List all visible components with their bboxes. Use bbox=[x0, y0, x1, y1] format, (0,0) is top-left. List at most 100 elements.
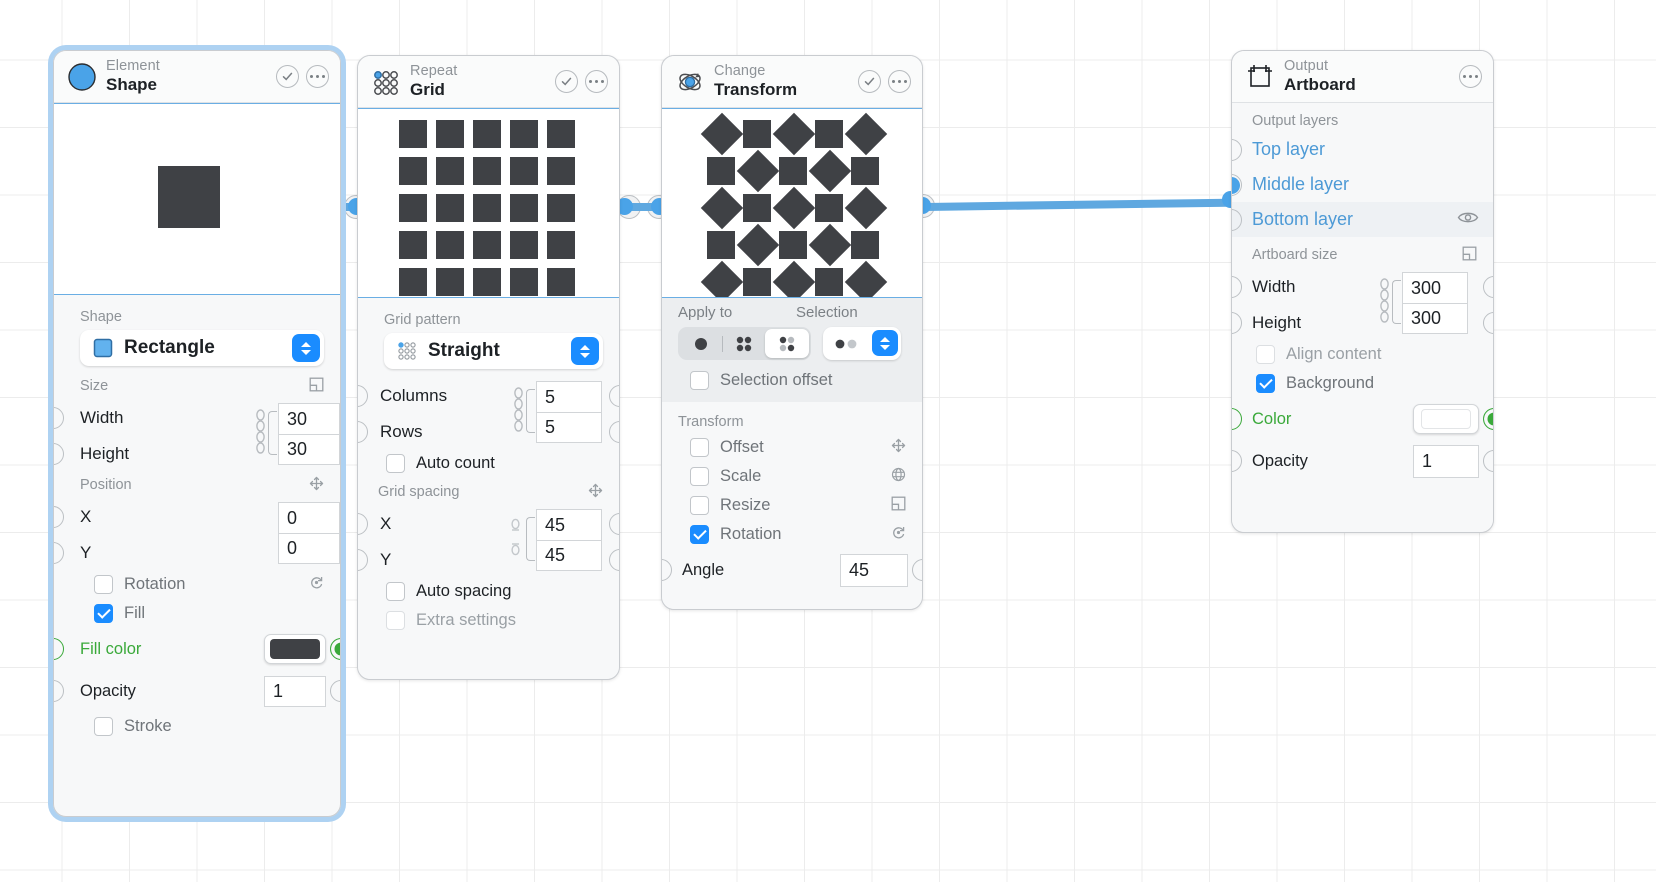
apply-to-segmented-control[interactable] bbox=[678, 327, 811, 360]
port-fill-color-out[interactable] bbox=[330, 638, 340, 660]
angle-input[interactable]: 45 bbox=[840, 553, 908, 587]
fill-color-swatch[interactable] bbox=[264, 634, 326, 664]
node-artboard-header[interactable]: Output Artboard bbox=[1232, 51, 1493, 103]
port-artboard-height[interactable] bbox=[1232, 312, 1242, 334]
port-spacing-y-out[interactable] bbox=[609, 549, 619, 571]
selection-select[interactable] bbox=[823, 327, 901, 360]
resize-icon[interactable] bbox=[1462, 246, 1477, 265]
auto-count-checkbox[interactable] bbox=[386, 454, 405, 473]
extra-settings-checkbox-row[interactable]: Extra settings bbox=[358, 606, 619, 635]
enable-toggle-button[interactable] bbox=[276, 65, 299, 88]
artboard-width-input[interactable]: 300 bbox=[1402, 272, 1468, 303]
x-input[interactable]: 0 bbox=[278, 502, 340, 533]
artboard-opacity-row[interactable]: Opacity 1 bbox=[1232, 440, 1493, 482]
port-spacing-y[interactable] bbox=[358, 549, 368, 571]
port-x[interactable] bbox=[54, 506, 64, 528]
port-color-in[interactable] bbox=[1232, 408, 1242, 430]
opacity-row[interactable]: Opacity 1 bbox=[54, 670, 340, 712]
move-icon[interactable] bbox=[588, 483, 603, 502]
rotation-icon[interactable] bbox=[309, 575, 324, 595]
background-checkbox[interactable] bbox=[1256, 374, 1275, 393]
link-chain-icon[interactable] bbox=[255, 409, 266, 462]
spacing-y-input[interactable]: 45 bbox=[536, 540, 602, 571]
scale-checkbox-row[interactable]: Scale bbox=[662, 462, 922, 491]
port-angle-out[interactable] bbox=[912, 559, 922, 581]
more-options-button[interactable] bbox=[585, 70, 608, 93]
port-color-out[interactable] bbox=[1483, 408, 1493, 430]
selection-offset-checkbox-row[interactable]: Selection offset bbox=[662, 366, 922, 395]
connection-line[interactable] bbox=[921, 198, 1233, 211]
link-chain-icon[interactable] bbox=[1379, 278, 1390, 331]
fill-checkbox-row[interactable]: Fill bbox=[54, 599, 340, 628]
connection-line[interactable] bbox=[625, 203, 657, 211]
more-options-button[interactable] bbox=[1459, 65, 1482, 88]
background-color-swatch[interactable] bbox=[1413, 404, 1479, 434]
offset-checkbox[interactable] bbox=[690, 438, 709, 457]
port-artboard-height-out[interactable] bbox=[1483, 312, 1493, 334]
artboard-height-input[interactable]: 300 bbox=[1402, 303, 1468, 334]
apply-all-option[interactable] bbox=[723, 333, 765, 355]
port-artboard-width[interactable] bbox=[1232, 276, 1242, 298]
node-grid[interactable]: Repeat Grid Grid pattern bbox=[357, 55, 620, 680]
port-bottom-layer[interactable] bbox=[1232, 209, 1242, 231]
port-columns-out[interactable] bbox=[609, 385, 619, 407]
scale-checkbox[interactable] bbox=[690, 467, 709, 486]
port-artboard-opacity-in[interactable] bbox=[1232, 450, 1242, 472]
auto-spacing-checkbox[interactable] bbox=[386, 582, 405, 601]
apply-alternate-option-selected[interactable] bbox=[765, 329, 809, 358]
selection-offset-checkbox[interactable] bbox=[690, 371, 709, 390]
node-shape-header[interactable]: Element Shape bbox=[54, 51, 340, 103]
node-shape[interactable]: Element Shape Shape Rectangle Size bbox=[53, 50, 341, 817]
rotation-checkbox[interactable] bbox=[690, 525, 709, 544]
more-options-button[interactable] bbox=[888, 70, 911, 93]
spacing-x-input[interactable]: 45 bbox=[536, 509, 602, 540]
chevron-updown-icon[interactable] bbox=[571, 337, 599, 365]
port-y[interactable] bbox=[54, 542, 64, 564]
rotation-checkbox-row[interactable]: Rotation bbox=[54, 570, 340, 599]
port-angle-in[interactable] bbox=[662, 559, 672, 581]
chevron-updown-icon[interactable] bbox=[292, 334, 320, 362]
y-input[interactable]: 0 bbox=[278, 533, 340, 564]
connection-knob[interactable] bbox=[616, 198, 633, 215]
artboard-color-row[interactable]: Color bbox=[1232, 398, 1493, 440]
rotation-checkbox[interactable] bbox=[94, 575, 113, 594]
port-columns[interactable] bbox=[358, 385, 368, 407]
enable-toggle-button[interactable] bbox=[858, 70, 881, 93]
shape-type-select[interactable]: Rectangle bbox=[80, 330, 324, 366]
eye-icon[interactable] bbox=[1457, 209, 1479, 230]
port-opacity-out[interactable] bbox=[330, 680, 340, 702]
auto-count-checkbox-row[interactable]: Auto count bbox=[358, 449, 619, 478]
node-transform[interactable]: Change Transform bbox=[661, 55, 923, 610]
stroke-checkbox[interactable] bbox=[94, 717, 113, 736]
port-middle-layer-connected[interactable] bbox=[1232, 177, 1240, 194]
link-chain-icon[interactable] bbox=[513, 387, 524, 440]
fill-checkbox[interactable] bbox=[94, 604, 113, 623]
layer-row-bottom[interactable]: Bottom layer bbox=[1232, 202, 1493, 237]
chevron-updown-icon[interactable] bbox=[872, 330, 898, 356]
apply-single-option[interactable] bbox=[680, 335, 722, 353]
stroke-checkbox-row[interactable]: Stroke bbox=[54, 712, 340, 741]
width-input[interactable]: 30 bbox=[278, 403, 340, 434]
offset-checkbox-row[interactable]: Offset bbox=[662, 433, 922, 462]
node-transform-header[interactable]: Change Transform bbox=[662, 56, 922, 108]
auto-spacing-checkbox-row[interactable]: Auto spacing bbox=[358, 577, 619, 606]
port-fill-color-in[interactable] bbox=[54, 638, 64, 660]
broken-chain-icon[interactable] bbox=[509, 517, 522, 566]
resize-icon[interactable] bbox=[309, 377, 324, 396]
more-options-button[interactable] bbox=[306, 65, 329, 88]
rotation-icon[interactable] bbox=[891, 525, 906, 545]
angle-row[interactable]: Angle 45 bbox=[662, 549, 922, 591]
port-opacity-in[interactable] bbox=[54, 680, 64, 702]
opacity-input[interactable]: 1 bbox=[264, 675, 326, 707]
port-spacing-x-out[interactable] bbox=[609, 513, 619, 535]
port-top-layer[interactable] bbox=[1232, 139, 1242, 161]
scale-globe-icon[interactable] bbox=[891, 467, 906, 487]
rows-input[interactable]: 5 bbox=[536, 412, 602, 443]
port-spacing-x[interactable] bbox=[358, 513, 368, 535]
background-checkbox-row[interactable]: Background bbox=[1232, 369, 1493, 398]
resize-icon[interactable] bbox=[891, 496, 906, 516]
node-artboard[interactable]: Output Artboard Output layers Top layer … bbox=[1231, 50, 1494, 533]
port-artboard-opacity-out[interactable] bbox=[1483, 450, 1493, 472]
rotation-checkbox-row[interactable]: Rotation bbox=[662, 520, 922, 549]
